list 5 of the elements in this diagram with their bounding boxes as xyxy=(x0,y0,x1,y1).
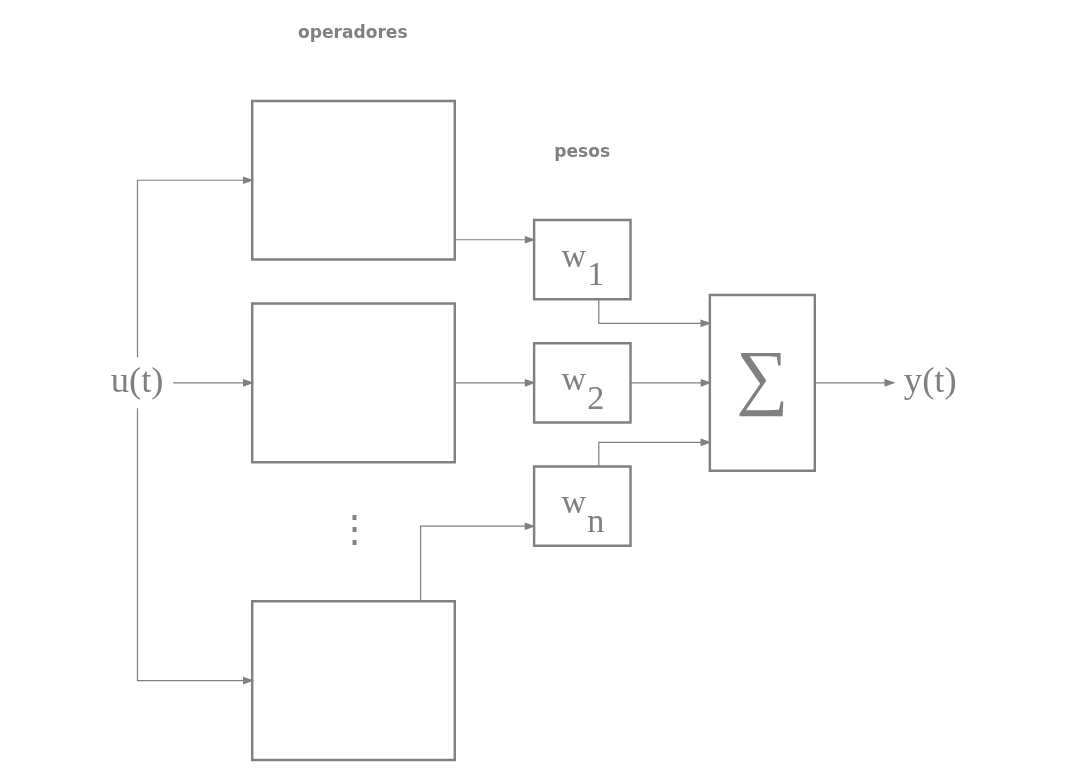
label: pesos xyxy=(553,140,610,161)
label: ⋮ xyxy=(335,507,373,549)
node-text: y(t) xyxy=(903,358,957,400)
label: operadores xyxy=(297,22,408,43)
node-text: u(t) xyxy=(110,358,163,400)
